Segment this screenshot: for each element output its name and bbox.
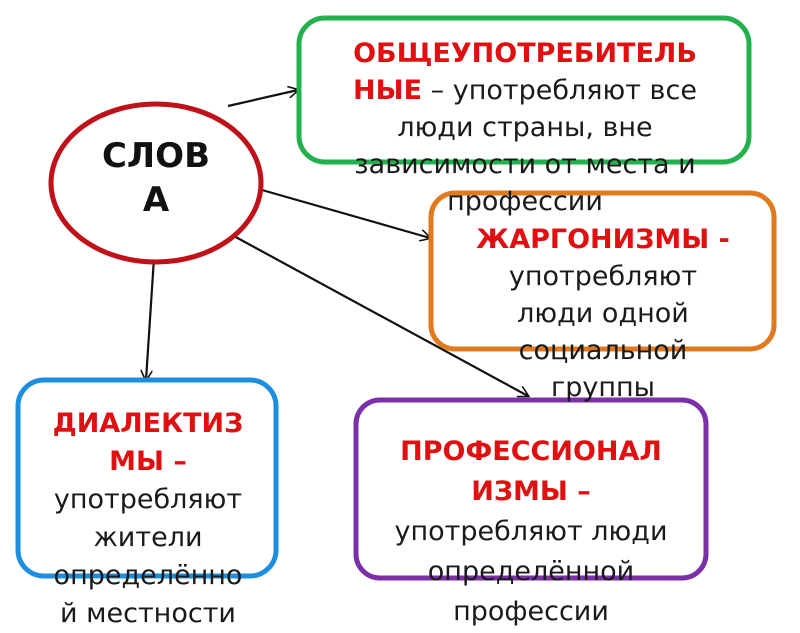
jargon-term: ЖАРГОНИЗМЫ - <box>476 224 730 255</box>
center-label: СЛОВ А <box>101 136 210 220</box>
box-dialect <box>15 377 279 579</box>
arrow-to-professional <box>231 234 528 396</box>
box-common <box>296 15 752 165</box>
dialect-text: ДИАЛЕКТИЗ МЫ – употребляют жители опреде… <box>20 367 276 633</box>
jargon-definition: употребляют люди одной социальной группы <box>508 261 698 403</box>
center-circle <box>48 101 264 265</box>
jargon-text: ЖАРГОНИЗМЫ - употребляют люди одной соци… <box>432 184 774 406</box>
box-jargon <box>428 190 777 352</box>
common-term: ОБЩЕУПОТРЕБИТЕЛЬ НЫЕ <box>353 38 697 106</box>
box-professional <box>353 397 709 581</box>
professional-text: ПРОФЕССИОНАЛ ИЗМЫ – употребляют люди опр… <box>356 392 706 632</box>
arrow-to-dialect <box>146 257 156 380</box>
common-text: ОБЩЕУПОТРЕБИТЕЛЬ НЫЕ – употребляют все л… <box>300 0 750 220</box>
professional-term: ПРОФЕССИОНАЛ ИЗМЫ – <box>400 436 662 507</box>
common-definition: – употребляют все люди страны, вне завис… <box>354 75 697 217</box>
professional-definition: употребляют люди определённой профессии <box>394 516 668 627</box>
arrow-to-common <box>227 90 298 108</box>
diagram-canvas <box>15 15 777 581</box>
arrow-to-jargon <box>254 186 430 238</box>
dialect-definition: употребляют жители определённо й местнос… <box>53 484 243 629</box>
dialect-term: ДИАЛЕКТИЗ МЫ – <box>52 408 244 477</box>
